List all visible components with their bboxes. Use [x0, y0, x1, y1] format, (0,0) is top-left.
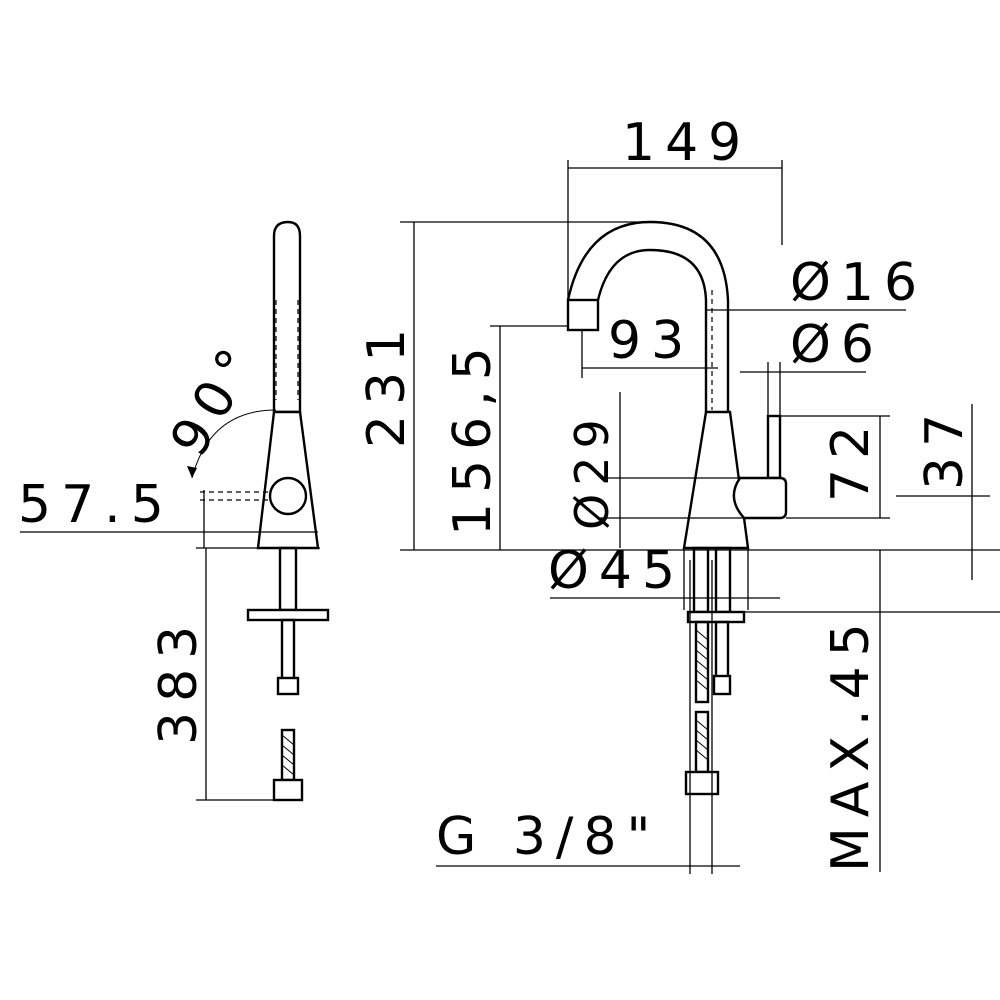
label-spout-diameter: Ø16 [790, 253, 927, 313]
front-spout-inner [596, 248, 708, 412]
side-handle [268, 476, 308, 516]
front-hose-braid [695, 719, 709, 761]
front-lever [766, 414, 782, 480]
angle-arrow [187, 466, 197, 478]
front-pipe-left [694, 620, 710, 704]
label-spout-reach: 149 [622, 113, 751, 173]
front-shank-left [692, 546, 710, 614]
label-total-height: 231 [357, 319, 417, 448]
front-nut-right [712, 674, 732, 696]
label-base-diameter: Ø45 [548, 541, 685, 601]
side-nut-bottom [272, 778, 304, 802]
angle-arc [191, 409, 277, 479]
front-shank-right [714, 546, 732, 614]
side-pipe [280, 618, 296, 682]
front-nut-bottom [684, 770, 720, 796]
side-plate [246, 608, 330, 622]
label-spout-offset: 93 [608, 311, 694, 371]
label-hose-length: 383 [149, 616, 209, 745]
front-spout-tip [566, 298, 600, 332]
side-shank [278, 546, 298, 612]
label-lever-height: 72 [821, 416, 881, 502]
front-pipe-right [714, 620, 730, 680]
front-handle [732, 476, 788, 520]
side-nut-top [276, 676, 300, 696]
front-spout-outer [566, 220, 730, 412]
side-hose-braid [281, 734, 295, 776]
label-offset: 57.5 [18, 475, 174, 535]
label-connection: G 3/8" [436, 807, 660, 867]
front-plate [686, 610, 746, 624]
label-lever-diameter: Ø6 [790, 315, 884, 375]
front-braid [695, 629, 709, 691]
front-view: 149 Ø16 93 Ø6 231 156,5 Ø29 72 [357, 113, 1000, 874]
label-outlet-height: 156,5 [443, 337, 503, 536]
label-handle-diameter: Ø29 [565, 411, 619, 530]
side-spout [272, 220, 302, 414]
side-view: 90° 57.5 383 [18, 220, 330, 802]
label-handle-height: 37 [915, 404, 975, 490]
label-angle: 90° [159, 331, 272, 467]
side-hose [280, 728, 296, 782]
label-max-thickness: MAX.45 [821, 613, 881, 872]
